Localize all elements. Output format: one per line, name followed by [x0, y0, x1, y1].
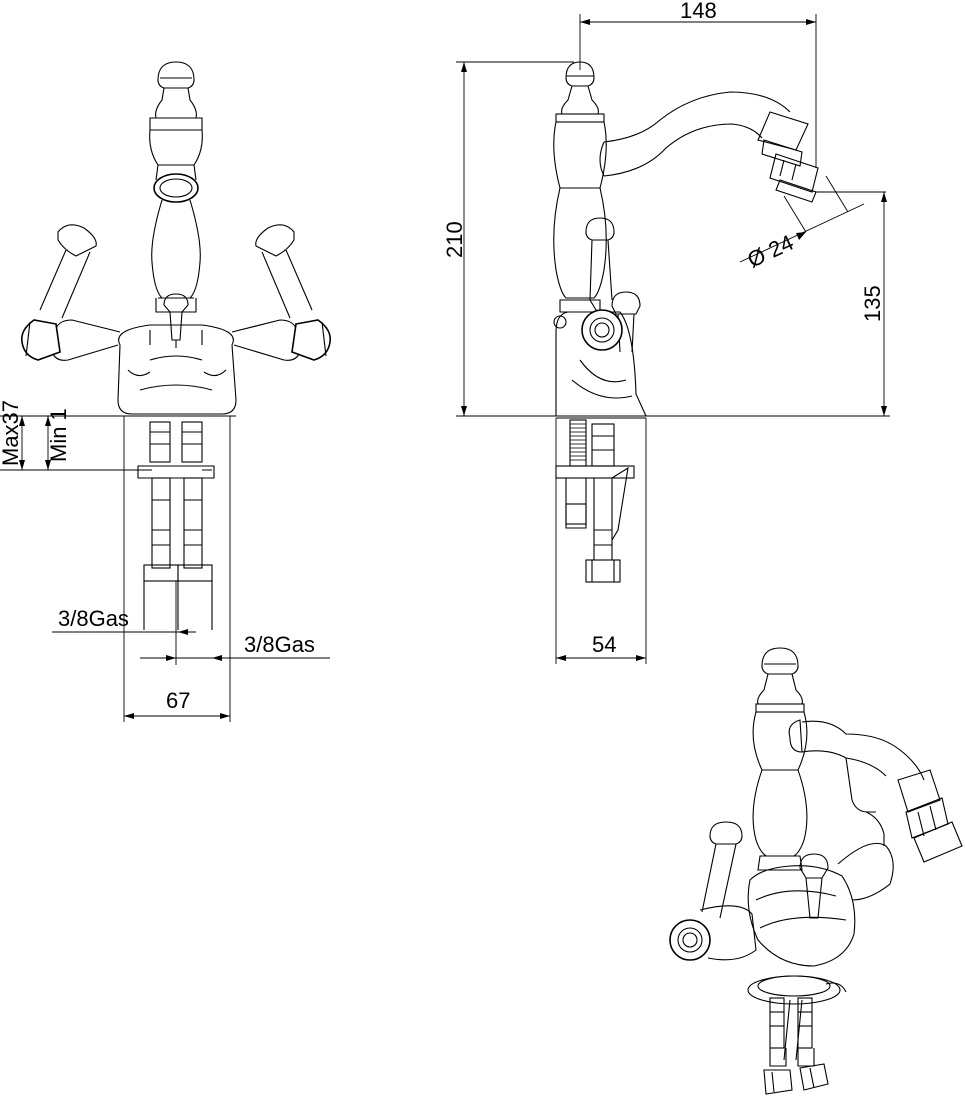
- inlet-right-label: 3/8Gas: [244, 632, 315, 657]
- spout-height-label: 135: [860, 285, 885, 322]
- isometric-view: [669, 647, 963, 1095]
- spout-diameter-label: Ø 24: [744, 230, 798, 273]
- front-view: [20, 61, 332, 630]
- inlet-left-label: 3/8Gas: [58, 606, 129, 631]
- deck-min-label: Min 1: [46, 408, 71, 462]
- width-top-label: 148: [680, 0, 717, 23]
- front-view-dimensions: Max37 Min 1 3/8Gas 3/8Gas 67: [0, 400, 330, 722]
- inlet-spacing-label: 67: [166, 688, 190, 713]
- side-view: [553, 61, 819, 583]
- thread-hatch: [570, 423, 586, 461]
- base-depth-label: 54: [592, 632, 616, 657]
- deck-max-label: Max37: [0, 400, 23, 466]
- height-total-label: 210: [442, 221, 467, 258]
- side-view-dimensions: 148 210 Ø 24 135 54: [442, 0, 890, 664]
